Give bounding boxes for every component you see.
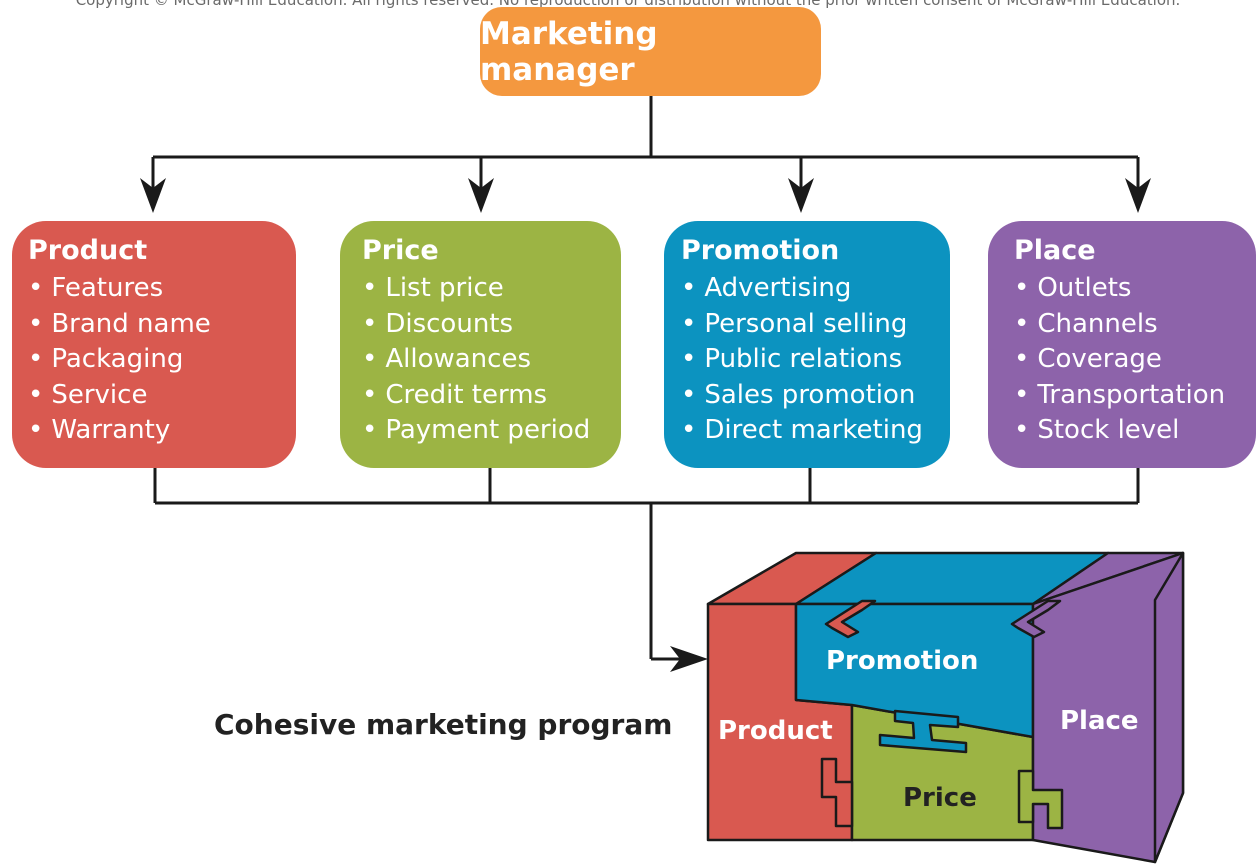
puzzle-tab — [824, 599, 877, 639]
arrow-down-icon — [140, 178, 166, 213]
list-item: Advertising — [681, 271, 950, 307]
arrow-down-icon — [788, 178, 814, 213]
arrow-right-icon — [670, 646, 708, 672]
arrow-down-icon — [468, 178, 494, 213]
promotion-title: Promotion — [681, 235, 840, 266]
copyright-notice: Copyright © McGraw-Hill Education. All r… — [75, 0, 1181, 9]
price-title: Price — [362, 235, 439, 266]
list-item: Allowances — [362, 342, 621, 378]
list-item: Features — [28, 271, 296, 307]
cohesive-program-label: Cohesive marketing program — [214, 708, 673, 741]
puzzle-tab — [1010, 599, 1062, 639]
list-item: Payment period — [362, 413, 621, 449]
list-item: Transportation — [1014, 378, 1256, 414]
arrow-down-icon — [1125, 178, 1151, 213]
list-item: Sales promotion — [681, 378, 950, 414]
list-item: Coverage — [1014, 342, 1256, 378]
puzzle-tab — [820, 757, 854, 828]
list-item: Brand name — [28, 307, 296, 343]
list-item: Public relations — [681, 342, 950, 378]
list-item: Discounts — [362, 307, 621, 343]
place-card: Place Outlets Channels Coverage Transpor… — [988, 221, 1256, 468]
product-title: Product — [28, 235, 148, 266]
list-item: Direct marketing — [681, 413, 950, 449]
list-item: Service — [28, 378, 296, 414]
list-item: Outlets — [1014, 271, 1256, 307]
cube-label-promotion: Promotion — [826, 646, 979, 676]
marketing-manager-label: Marketing manager — [480, 15, 658, 88]
marketing-manager-box: Marketing manager — [480, 7, 821, 96]
list-item: Stock level — [1014, 413, 1256, 449]
list-item: Warranty — [28, 413, 296, 449]
cube-label-place: Place — [1060, 706, 1139, 736]
price-card: Price List price Discounts Allowances Cr… — [340, 221, 621, 468]
cube-label-product: Product — [718, 716, 833, 746]
list-item: List price — [362, 271, 621, 307]
cube-side — [1153, 551, 1185, 864]
puzzle-tab — [878, 709, 968, 754]
product-card: Product Features Brand name Packaging Se… — [12, 221, 296, 468]
list-item: Personal selling — [681, 307, 950, 343]
promotion-card: Promotion Advertising Personal selling P… — [664, 221, 950, 468]
list-item: Channels — [1014, 307, 1256, 343]
puzzle-tab — [1017, 769, 1064, 830]
cube-label-price: Price — [903, 783, 977, 813]
list-item: Packaging — [28, 342, 296, 378]
place-title: Place — [1014, 235, 1096, 266]
list-item: Credit terms — [362, 378, 621, 414]
